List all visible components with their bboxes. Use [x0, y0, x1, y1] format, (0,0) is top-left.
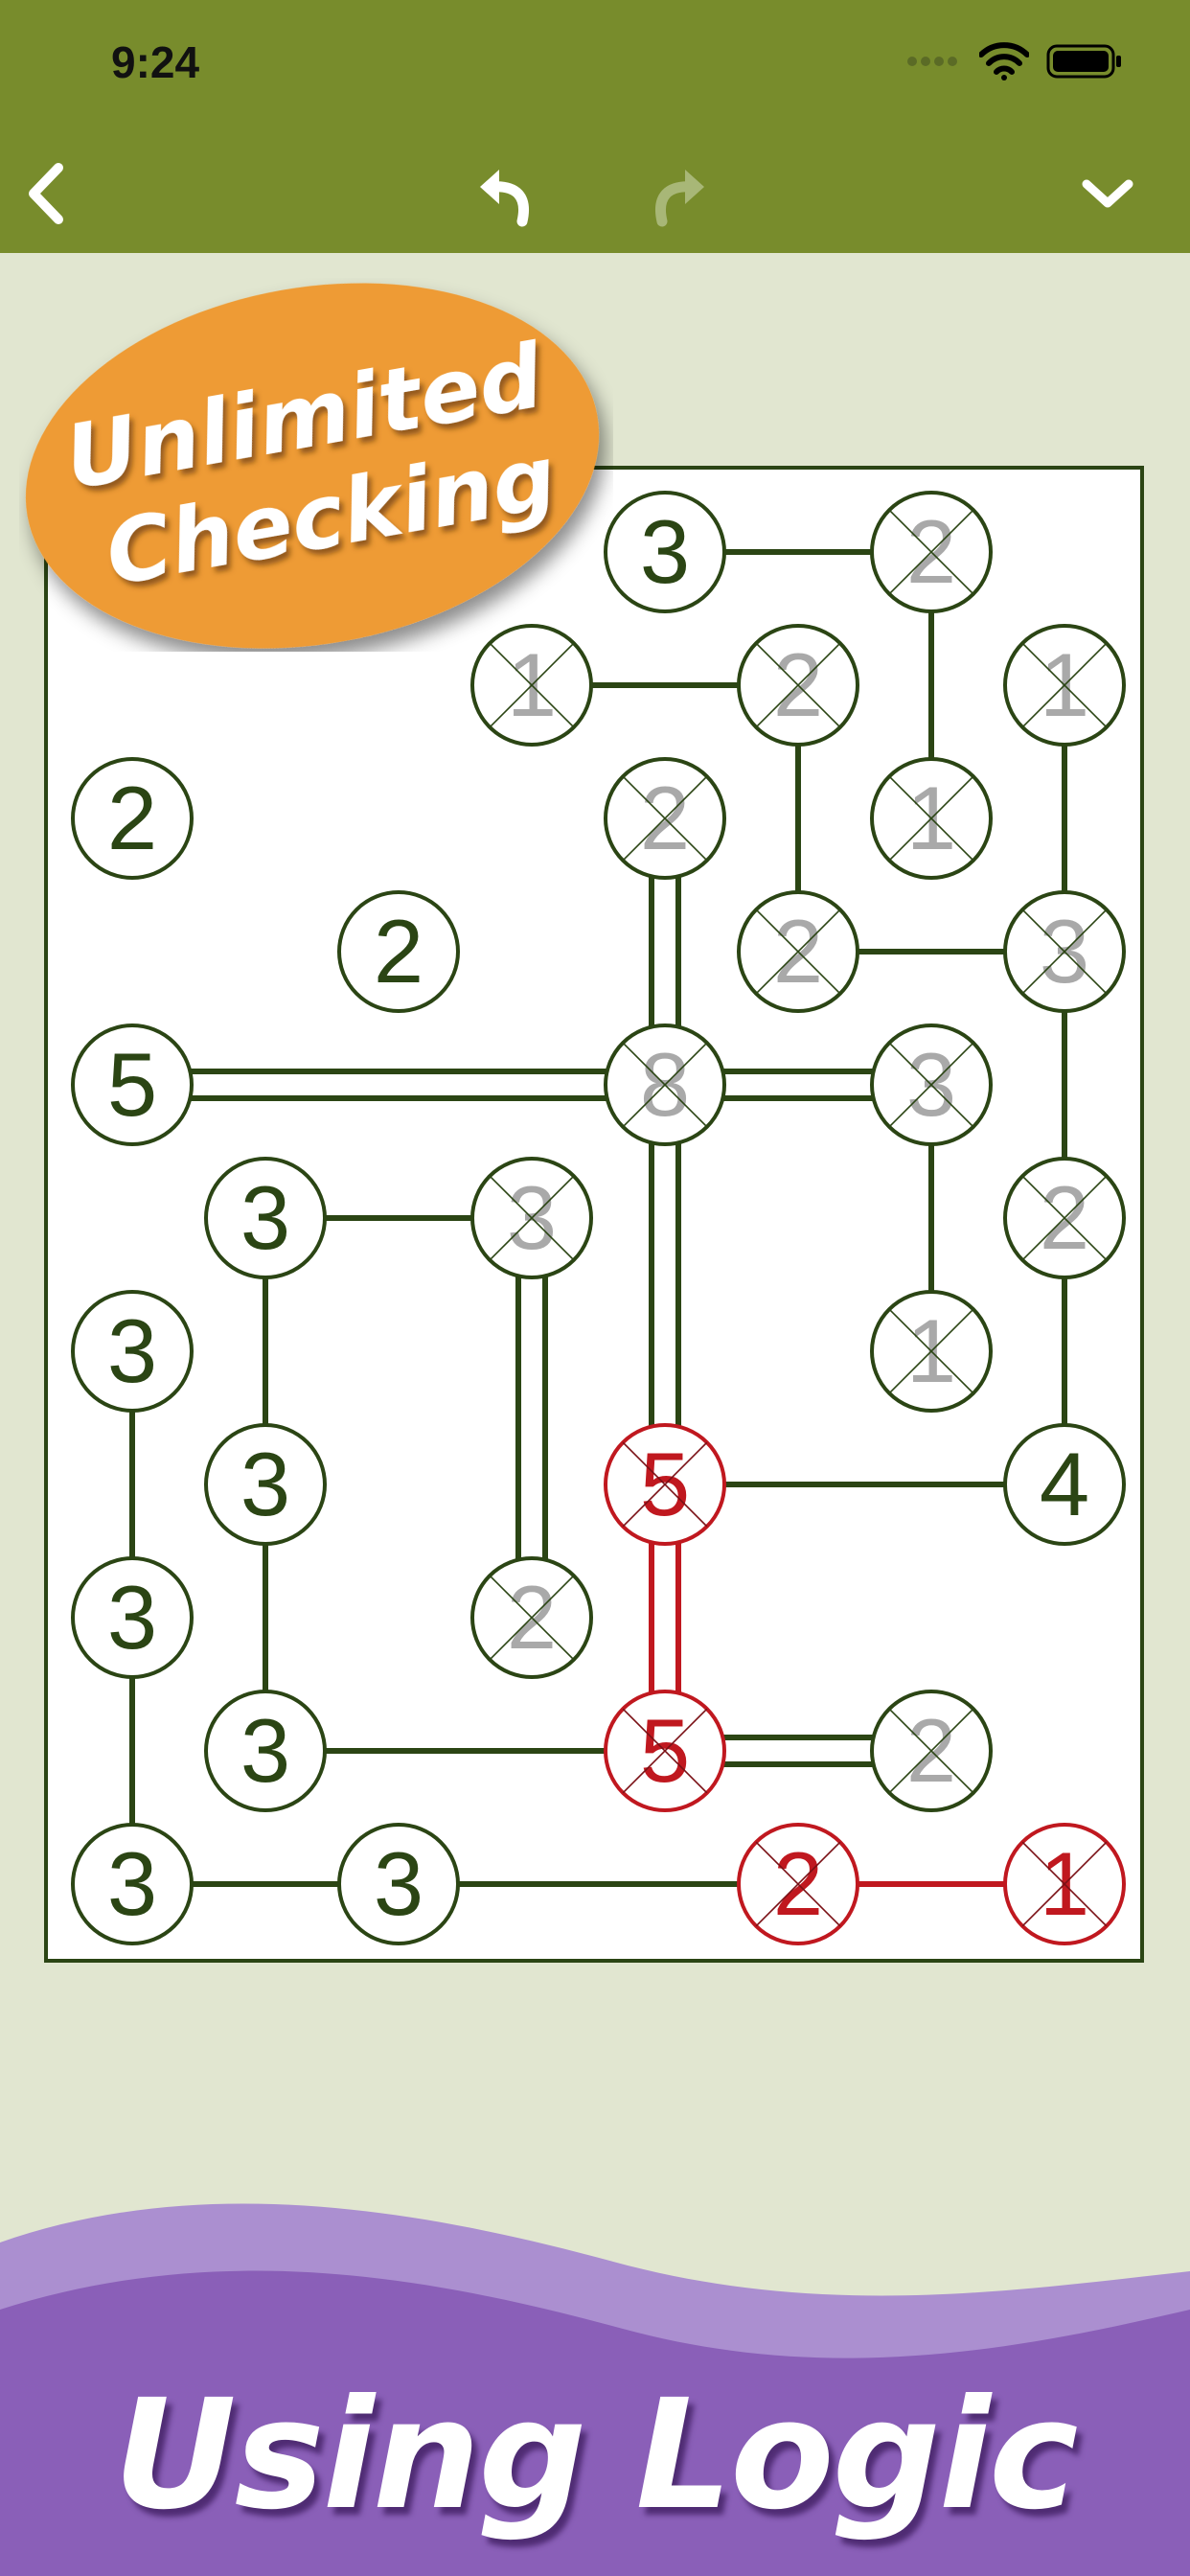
menu-dropdown-button[interactable]: [1062, 148, 1154, 240]
island-node[interactable]: 4: [1003, 1423, 1126, 1546]
island-number: 3: [240, 1434, 290, 1534]
island-circle: [337, 1823, 460, 1945]
undo-icon: [480, 170, 529, 227]
island-cross-mark: [622, 1042, 708, 1128]
puzzle-grid[interactable]: 3212122122358333231354323523321: [48, 470, 1140, 1959]
island-node[interactable]: 3: [870, 1024, 993, 1146]
island-circle: [204, 1423, 327, 1546]
island-cross-mark: [1021, 908, 1108, 995]
island-cross-mark: [622, 775, 708, 862]
island-node[interactable]: 5: [604, 1423, 726, 1546]
puzzle-board[interactable]: 3212122122358333231354323523321: [44, 466, 1144, 1963]
island-circle: [337, 890, 460, 1013]
island-cross-mark: [1021, 1175, 1108, 1261]
island-cross-mark: [489, 1575, 575, 1661]
island-number: 3: [640, 501, 690, 602]
back-button[interactable]: [0, 148, 92, 240]
island-number: 3: [107, 1833, 157, 1934]
promo-badge: Unlimited Checking: [25, 283, 600, 649]
island-node[interactable]: 2: [470, 1556, 593, 1679]
toolbar: [0, 134, 1190, 253]
island-cross-mark: [755, 908, 841, 995]
island-cross-mark: [755, 1841, 841, 1927]
island-circle: [204, 1690, 327, 1812]
island-number: 5: [107, 1034, 157, 1135]
island-cross-mark: [888, 1308, 974, 1394]
island-node[interactable]: 3: [204, 1423, 327, 1546]
chevron-down-icon: [1082, 179, 1133, 208]
island-node[interactable]: 3: [204, 1157, 327, 1279]
island-node[interactable]: 3: [604, 491, 726, 613]
banner-title: Using Logic: [113, 2367, 1078, 2543]
island-circle: [204, 1157, 327, 1279]
island-cross-mark: [888, 509, 974, 595]
island-node[interactable]: 8: [604, 1024, 726, 1146]
island-cross-mark: [1021, 642, 1108, 728]
island-node[interactable]: 2: [1003, 1157, 1126, 1279]
island-node[interactable]: 2: [71, 757, 194, 880]
island-number: 4: [1040, 1434, 1089, 1534]
redo-button[interactable]: [632, 148, 724, 240]
status-bar: 9:24: [0, 0, 1190, 134]
island-node[interactable]: 5: [604, 1690, 726, 1812]
island-node[interactable]: 1: [1003, 624, 1126, 747]
island-node[interactable]: 2: [870, 491, 993, 613]
island-number: 3: [107, 1567, 157, 1668]
island-node[interactable]: 1: [1003, 1823, 1126, 1945]
island-node[interactable]: 2: [870, 1690, 993, 1812]
wifi-icon: [979, 42, 1029, 80]
island-circle: [1003, 1423, 1126, 1546]
island-cross-mark: [1021, 1841, 1108, 1927]
bottom-banner: [0, 2203, 1190, 2576]
island-cross-mark: [888, 1708, 974, 1794]
island-node[interactable]: 2: [737, 624, 859, 747]
undo-button[interactable]: [460, 148, 552, 240]
island-circle: [71, 1024, 194, 1146]
cellular-signal-icon: [907, 57, 957, 66]
chevron-left-icon: [29, 163, 63, 224]
island-node[interactable]: 1: [870, 1290, 993, 1413]
island-number: 3: [107, 1300, 157, 1401]
island-number: 3: [240, 1167, 290, 1268]
island-node[interactable]: 2: [737, 1823, 859, 1945]
island-cross-mark: [888, 775, 974, 862]
island-node[interactable]: 1: [870, 757, 993, 880]
island-node[interactable]: 3: [71, 1556, 194, 1679]
island-node[interactable]: 5: [71, 1024, 194, 1146]
island-node[interactable]: 3: [337, 1823, 460, 1945]
island-cross-mark: [888, 1042, 974, 1128]
island-node[interactable]: 3: [204, 1690, 327, 1812]
island-node[interactable]: 3: [1003, 890, 1126, 1013]
island-node[interactable]: 2: [337, 890, 460, 1013]
island-node[interactable]: 3: [71, 1823, 194, 1945]
island-circle: [71, 757, 194, 880]
island-number: 2: [107, 768, 157, 868]
island-cross-mark: [489, 642, 575, 728]
island-cross-mark: [489, 1175, 575, 1261]
redo-icon: [655, 170, 704, 227]
island-circle: [71, 1556, 194, 1679]
island-cross-mark: [755, 642, 841, 728]
island-cross-mark: [622, 1708, 708, 1794]
battery-icon: [1046, 44, 1121, 79]
island-node[interactable]: 2: [737, 890, 859, 1013]
island-circle: [604, 491, 726, 613]
status-icons: [906, 42, 1123, 80]
island-node[interactable]: 2: [604, 757, 726, 880]
island-node[interactable]: 1: [470, 624, 593, 747]
status-time: 9:24: [111, 37, 200, 87]
island-circle: [71, 1290, 194, 1413]
island-number: 3: [240, 1700, 290, 1801]
island-circle: [71, 1823, 194, 1945]
island-number: 2: [374, 901, 423, 1001]
island-node[interactable]: 3: [71, 1290, 194, 1413]
island-cross-mark: [622, 1441, 708, 1528]
island-number: 3: [374, 1833, 423, 1934]
island-node[interactable]: 3: [470, 1157, 593, 1279]
